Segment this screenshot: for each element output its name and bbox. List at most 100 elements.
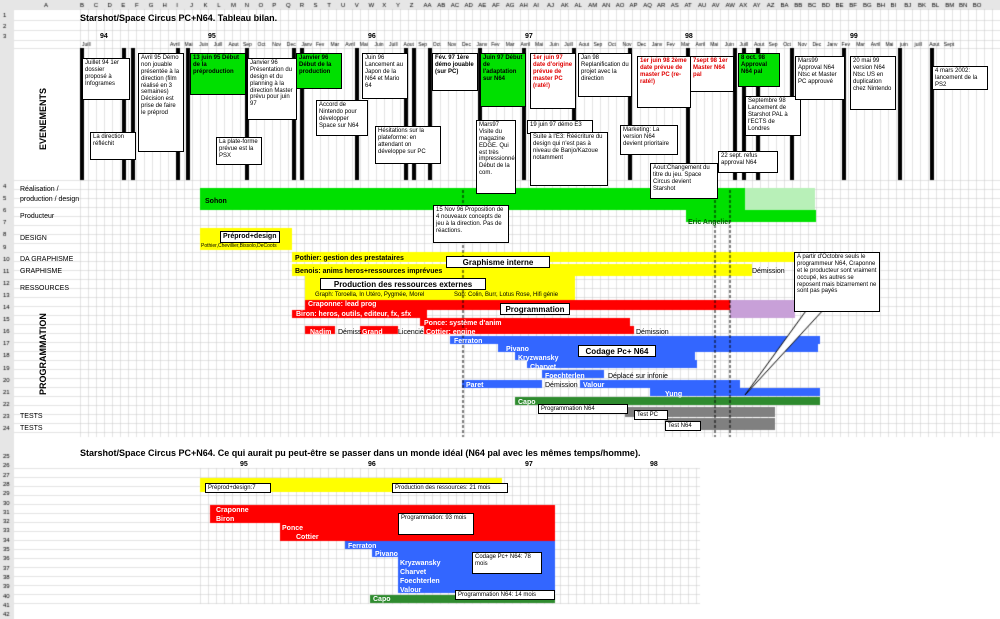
bar-programmation: Programmation [500, 303, 570, 315]
bar-yung: Yung [665, 391, 683, 398]
ideal-foechterlen: Foechterlen [400, 578, 440, 585]
bar-prog-n64: Programmation N64 [538, 404, 628, 414]
event-avril-95: Avril 95 Démo non jouable présentée à la… [138, 53, 184, 152]
ideal-production-ressources: Production des ressources: 21 mois [392, 483, 508, 493]
ideal-codage: Codage Pc+ N64: 78 mois [472, 552, 542, 574]
bar-preprod-design: Préprod+design [220, 231, 280, 243]
row-label-tests-2: TESTS [20, 425, 43, 432]
event-mars-2002-ps2: 4 mars 2002: lancement de la PS2 [932, 66, 988, 90]
bar-paret-demission: Démission [545, 382, 578, 389]
row-label-production: production / design [20, 196, 80, 203]
row-label-graphisme: GRAPHISME [20, 268, 63, 275]
row-label-tests: TESTS [20, 413, 43, 420]
ideal-kryzwansky: Kryzwansky [400, 560, 441, 567]
year-96: 96 [368, 33, 376, 40]
row-label-producteur: Producteur [20, 213, 55, 220]
year-94: 94 [100, 33, 108, 40]
bar-pivano: Pivano [506, 346, 529, 353]
bar-kryzwansky: Kryzwansky [518, 355, 559, 362]
row-label-design: DESIGN [20, 235, 47, 242]
bar-nadim: Nadim [310, 329, 332, 336]
row-label-da-graphisme: DA GRAPHISME [20, 256, 74, 263]
event-juin-97-n64: Juin 97 Début de l'adaptation sur N64 [480, 53, 526, 107]
ideal-year-95: 95 [240, 461, 248, 468]
bar-production-ressources: Production des ressources externes [320, 278, 486, 290]
bar-son-team: Son: Colin, Burr, Lotus Rose, Hifi génie [454, 292, 559, 298]
ideal-pivano: Pivano [375, 551, 398, 558]
event-jan-98-replanification: Jan 98 Replanification du projet avec la… [578, 53, 632, 97]
ideal-valour: Valour [400, 587, 422, 594]
bar-eric-angelier: Eric Angelier [688, 219, 731, 226]
event-janvier-96-presentation: Janvier 96 Présentation du design et du … [247, 58, 297, 120]
bar-biron: Biron: heros, outils, editeur, fx, sfx [296, 311, 412, 318]
ideal-programmation: Programmation: 93 mois [398, 513, 474, 535]
event-juin-95-preprod: 13 juin 95 Début de la préproduction [190, 53, 246, 95]
bar-paret: Paret [466, 382, 484, 389]
ideal-ferraton: Ferraton [348, 543, 377, 550]
event-sept-refus: 22 sept. refus approval N64 [718, 151, 778, 173]
bar-valour: Valour [583, 382, 605, 389]
year-95: 95 [208, 33, 216, 40]
sheet-title-ideal: Starshot/Space Circus PC+N64. Ce qui aur… [80, 448, 641, 458]
event-octobre-note: A partir d'Octobre seuls le programmeur … [794, 252, 880, 312]
event-juin-98-master: 1er juin 98 2ème date prévue de master P… [637, 56, 691, 108]
bar-test-pc: Test PC [634, 410, 668, 420]
bar-benois: Benois: anims heros+ressources imprévues [295, 268, 443, 275]
ideal-prog-n64: Programmation N64: 14 mois [455, 590, 555, 600]
year-98: 98 [685, 33, 693, 40]
event-accord-nintendo: Accord de Nintendo pour développer Space… [316, 100, 368, 136]
bar-preprod-team: Pothier,Chevillier,Bissolo,DeCoots [201, 243, 277, 249]
event-oct-98-approval: 8 oct. 98 Approval N64 pal [738, 53, 780, 87]
bar-demission-benois: Démission [752, 268, 785, 275]
row-label-ressources: RESSOURCES [20, 285, 70, 292]
ideal-charvet: Charvet [400, 569, 427, 576]
event-juin-97-master: 1er juin 97 date d'origine prévue de mas… [530, 53, 576, 109]
bar-test-n64: Test N64 [665, 421, 701, 431]
event-sept-98-master: 7sept 98 1er Master N64 pal [690, 56, 734, 92]
bar-pothier: Pothier: gestion des prestataires [295, 255, 404, 262]
event-suite-e3: Suite à l'E3: Réécriture du design qui n… [530, 132, 608, 186]
event-juillet-94: Juillet 94 1er dossier proposé à Infogra… [82, 58, 130, 100]
sheet-title: Starshot/Space Circus PC+N64. Tableau bi… [80, 13, 278, 23]
ideal-year-97: 97 [525, 461, 533, 468]
event-plateforme-psx: La plate-forme prévue est la PSX [216, 137, 262, 165]
ideal-capo: Capo [373, 596, 391, 603]
section-programmation: PROGRAMMATION [38, 313, 48, 395]
event-mai-99-ntsc: 20 mai 99 version N64 Ntsc US en duplica… [850, 56, 896, 110]
ideal-biron: Biron [216, 516, 235, 523]
bar-ponce: Ponce: système d'anim [424, 320, 502, 327]
ideal-year-98: 98 [650, 461, 658, 468]
bar-sohon: Sohon [205, 198, 227, 205]
bar-nadim-demission: Démiss [338, 329, 362, 336]
bar-charvet: Charvet [530, 364, 557, 371]
ideal-year-96: 96 [368, 461, 376, 468]
row-label-realisation: Réalisation / [20, 186, 59, 193]
section-evenements: EVENEMENTS [38, 87, 48, 150]
event-fev-97-demo: Fév. 97 1ère démo jouable (sur PC) [432, 53, 478, 91]
event-hesitations: Hésitations sur la plateforme: en attend… [375, 126, 441, 164]
event-juin-96-japon: Juin 96 Lancement au Japon de la N64 et … [362, 53, 408, 99]
event-janvier-96-production: Janvier 96 Début de la production [296, 53, 342, 89]
event-direction-reflechit: La direction réfléchit [90, 132, 136, 160]
bar-foechterlen: Foechterlen [545, 373, 585, 380]
bar-capo: Capo [518, 399, 536, 406]
ideal-ponce: Ponce [282, 525, 304, 532]
year-97: 97 [525, 33, 533, 40]
bar-licencie: Licencié [398, 329, 424, 336]
bar-ferraton: Ferraton [454, 338, 483, 345]
event-mars-99-approval: Mars99 Approval N64 Ntsc et Master PC ap… [795, 56, 845, 100]
event-nov-96-concepts: 15 Nov 96 Proposition de 4 nouveaux conc… [433, 205, 509, 243]
ideal-craponne: Craponne [216, 507, 249, 514]
bar-cottier-demission: Démission [636, 329, 669, 336]
bar-deplace-infonie: Déplacé sur infonie [608, 373, 668, 380]
bar-craponne: Craponne: lead prog [308, 301, 377, 308]
event-aout-starshot: Aout:Changement du titre du jeu. Space C… [650, 163, 718, 199]
ideal-cottier: Cottier [296, 534, 319, 541]
event-mars-97-edge: Mars97 Visite du magazine EDGE. Qui est … [476, 120, 516, 194]
bar-codage-pc-n64: Codage Pc+ N64 [578, 345, 656, 357]
event-sept-98-ects: Septembre 98 Lancement de Starshot PAL à… [745, 96, 801, 136]
bar-graphisme-interne: Graphisme interne [446, 256, 550, 268]
bar-cottier: Cottier: engine [426, 329, 476, 336]
event-marketing-n64: Marketing: La version N64 devient priori… [620, 125, 678, 155]
